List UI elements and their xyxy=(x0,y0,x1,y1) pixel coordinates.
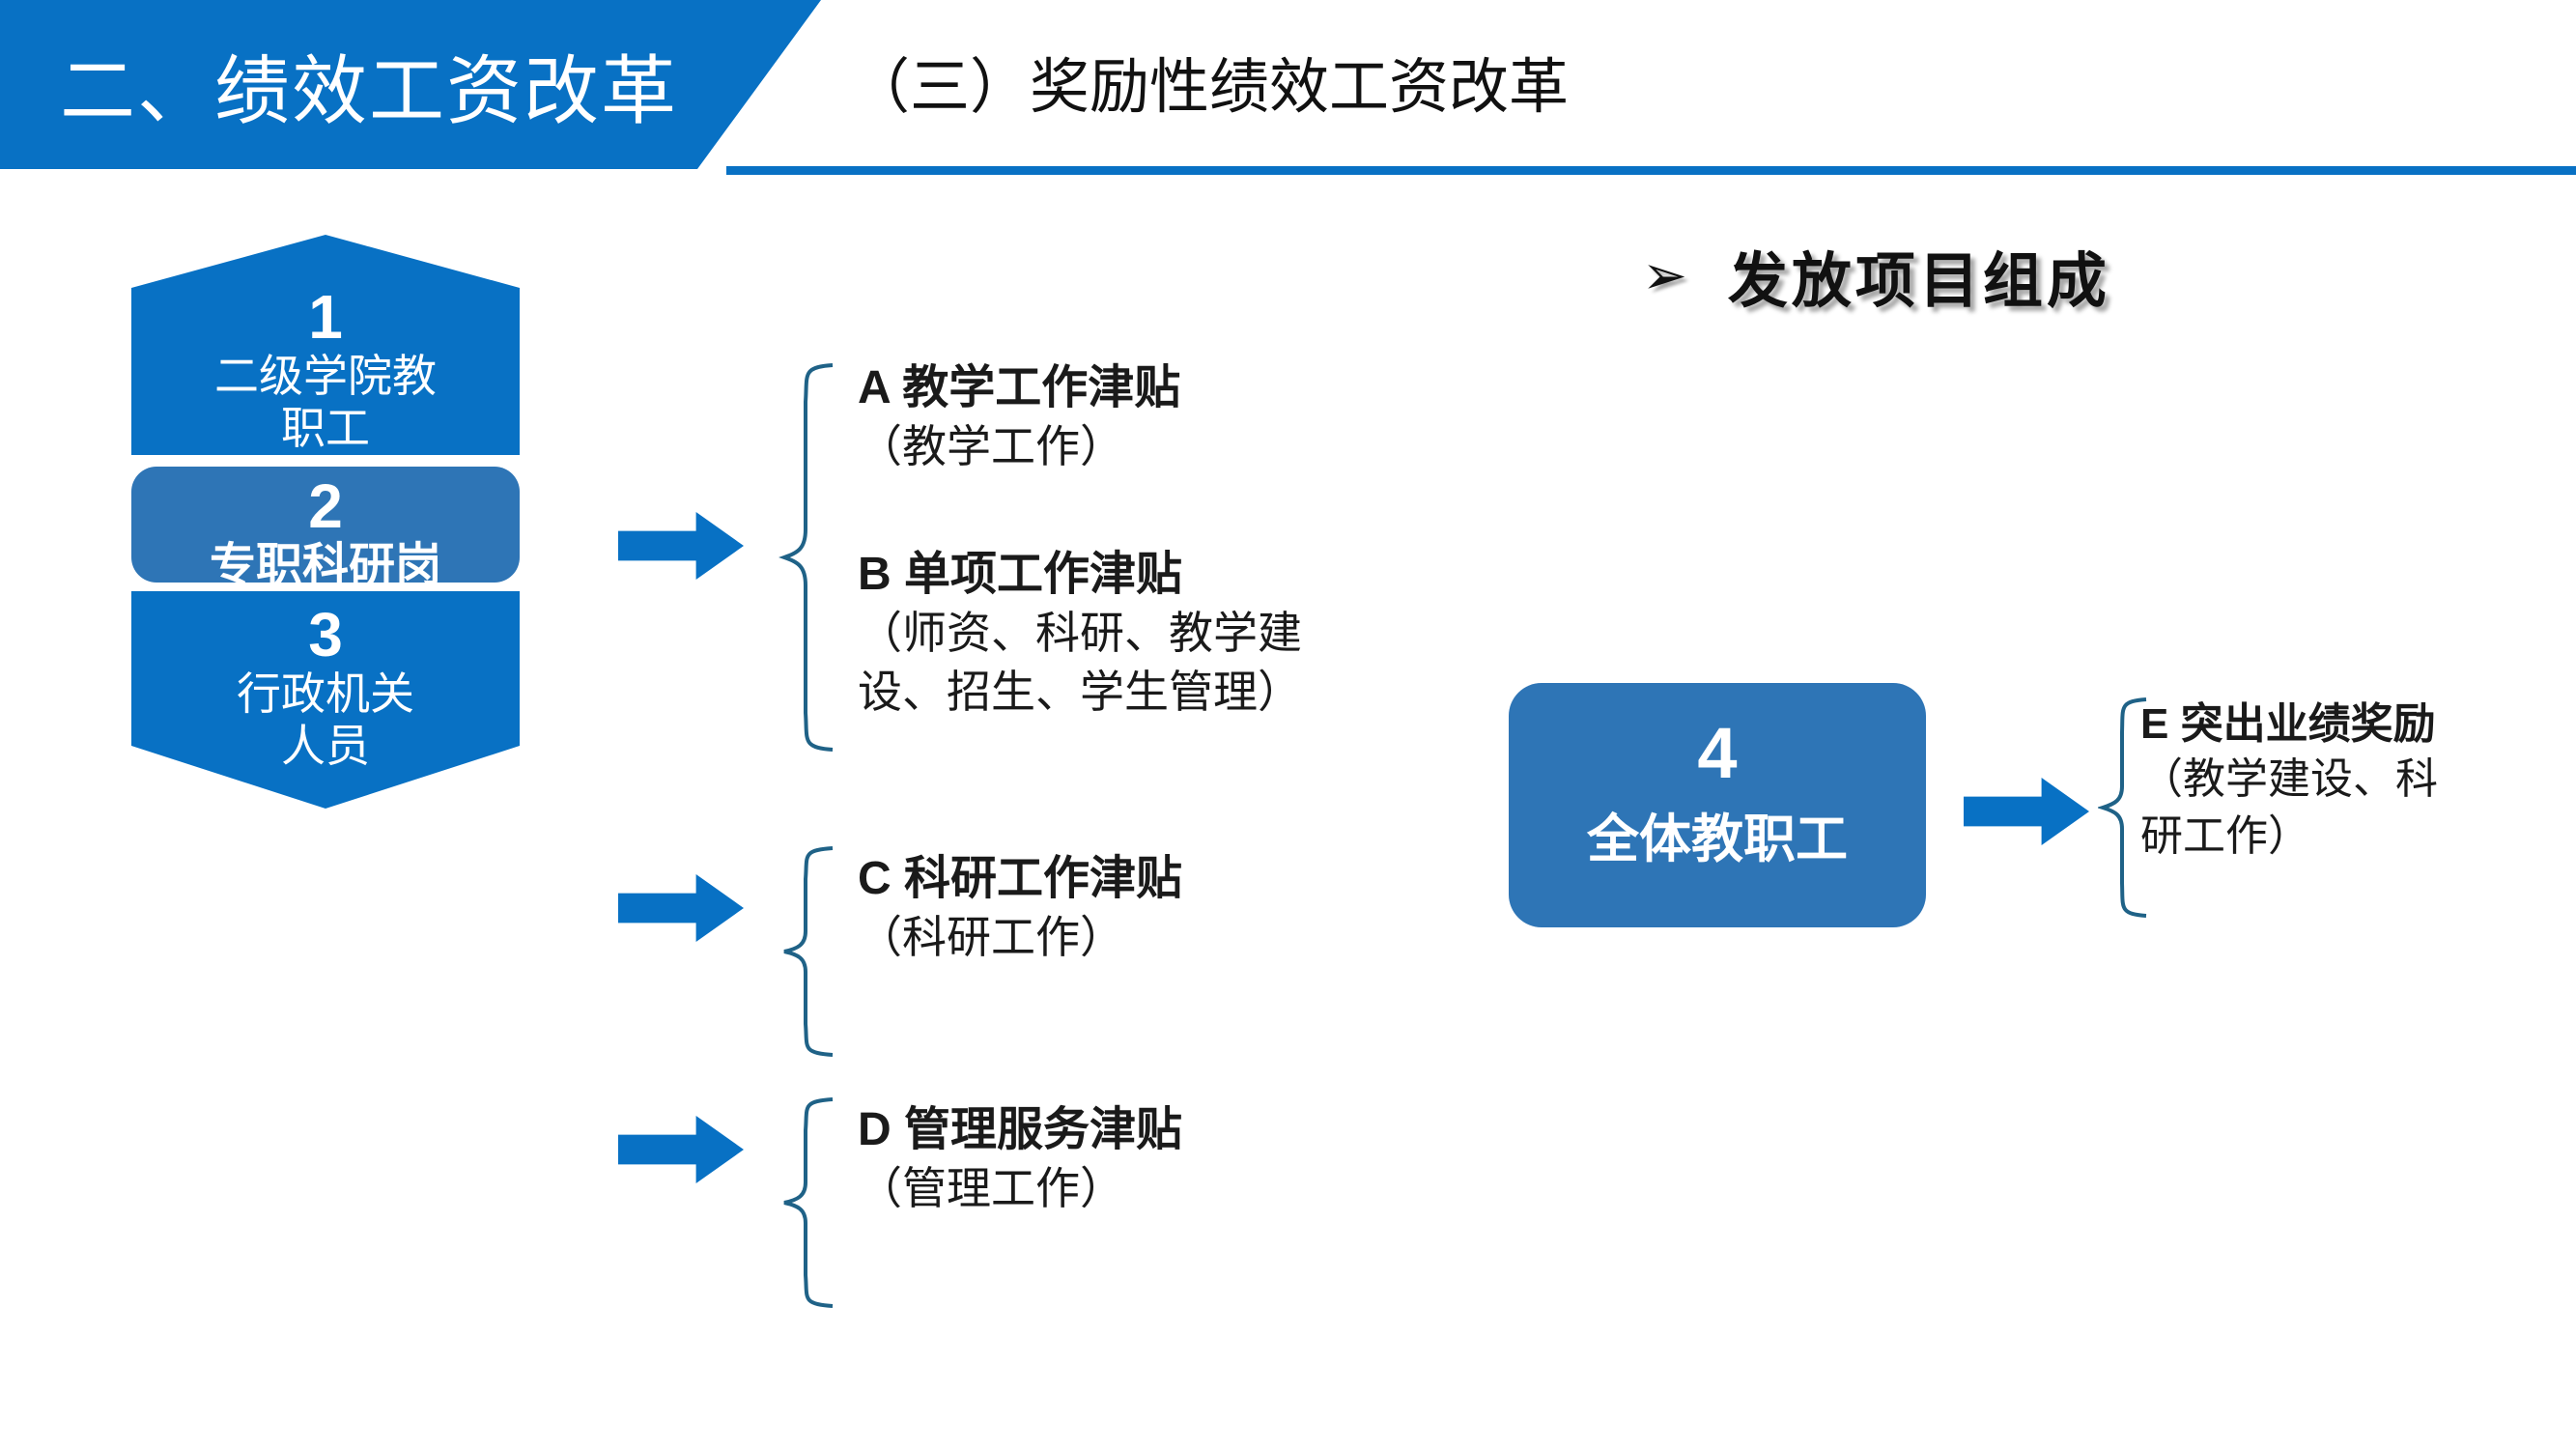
curly-brace-icon-group-e xyxy=(2098,697,2147,918)
right-arrow-icon-4 xyxy=(1964,778,2089,845)
benefit-item-b-detail-1: （师资、科研、教学建 xyxy=(858,608,1302,658)
benefit-item-e-detail-2: 研工作） xyxy=(2140,812,2310,861)
role-number-1: 1 xyxy=(308,282,343,352)
benefit-item-a-title: A 教学工作津贴 xyxy=(858,362,1181,413)
benefit-item-c: C 科研工作津贴 （科研工作） xyxy=(858,850,1476,967)
role-card-1[interactable]: 1 二级学院教 职工 xyxy=(131,235,520,455)
right-arrow-icon-1 xyxy=(618,512,744,580)
role-card-3[interactable]: 3 行政机关 人员 xyxy=(131,591,520,809)
benefit-item-d-detail-1: （管理工作） xyxy=(858,1163,1124,1213)
role-label-3-line2: 人员 xyxy=(281,721,370,772)
role-label-2: 专职科研岗 xyxy=(209,540,441,592)
header-subtitle: （三）奖励性绩效工资改革 xyxy=(850,54,1570,121)
curly-brace-icon-group-d xyxy=(783,1097,834,1308)
benefit-item-b: B 单项工作津贴 （师资、科研、教学建 设、招生、学生管理） xyxy=(858,546,1476,721)
benefit-item-e-title: E 突出业绩奖励 xyxy=(2140,700,2436,748)
role-label-1-line2: 职工 xyxy=(281,403,370,454)
page-title: 二、绩效工资改革 xyxy=(60,48,679,133)
benefit-item-d: D 管理服务津贴 （管理工作） xyxy=(858,1101,1476,1218)
curly-brace-icon-group-ab xyxy=(778,363,834,752)
role-label-4: 全体教职工 xyxy=(1587,810,1848,868)
role-number-3: 3 xyxy=(308,600,343,669)
benefit-item-c-title: C 科研工作津贴 xyxy=(858,853,1183,904)
benefit-item-c-detail-1: （科研工作） xyxy=(858,912,1124,962)
curly-brace-icon-group-c xyxy=(783,846,834,1057)
header-banner xyxy=(0,0,821,169)
right-arrow-icon-2 xyxy=(618,874,744,942)
role-label-1-line1: 二级学院教 xyxy=(214,351,437,402)
role-number-4: 4 xyxy=(1697,713,1738,793)
benefit-item-a: A 教学工作津贴 （教学工作） xyxy=(858,359,1476,476)
section-heading-label: 发放项目组成 xyxy=(1727,248,2110,315)
benefit-item-b-title: B 单项工作津贴 xyxy=(858,549,1183,600)
section-heading: ➢ 发放项目组成 xyxy=(1642,232,2110,319)
benefit-item-b-detail-2: 设、招生、学生管理） xyxy=(858,666,1302,717)
slide-header: 二、绩效工资改革 （三）奖励性绩效工资改革 xyxy=(0,0,2576,193)
benefit-item-a-detail-1: （教学工作） xyxy=(858,421,1124,471)
right-arrow-icon-3 xyxy=(618,1116,744,1183)
role-card-2[interactable]: 2 专职科研岗 xyxy=(131,467,520,591)
header-underline xyxy=(726,166,2576,175)
benefit-item-d-title: D 管理服务津贴 xyxy=(858,1104,1183,1155)
role-label-3-line1: 行政机关 xyxy=(237,668,414,720)
role-number-2: 2 xyxy=(308,471,343,541)
arrow-bullet-icon: ➢ xyxy=(1642,244,1687,305)
benefit-item-e-detail-1: （教学建设、科 xyxy=(2140,755,2438,803)
benefit-item-e: E 突出业绩奖励 （教学建设、科 研工作） xyxy=(2140,697,2576,866)
role-card-4[interactable]: 4 全体教职工 xyxy=(1509,683,1926,927)
